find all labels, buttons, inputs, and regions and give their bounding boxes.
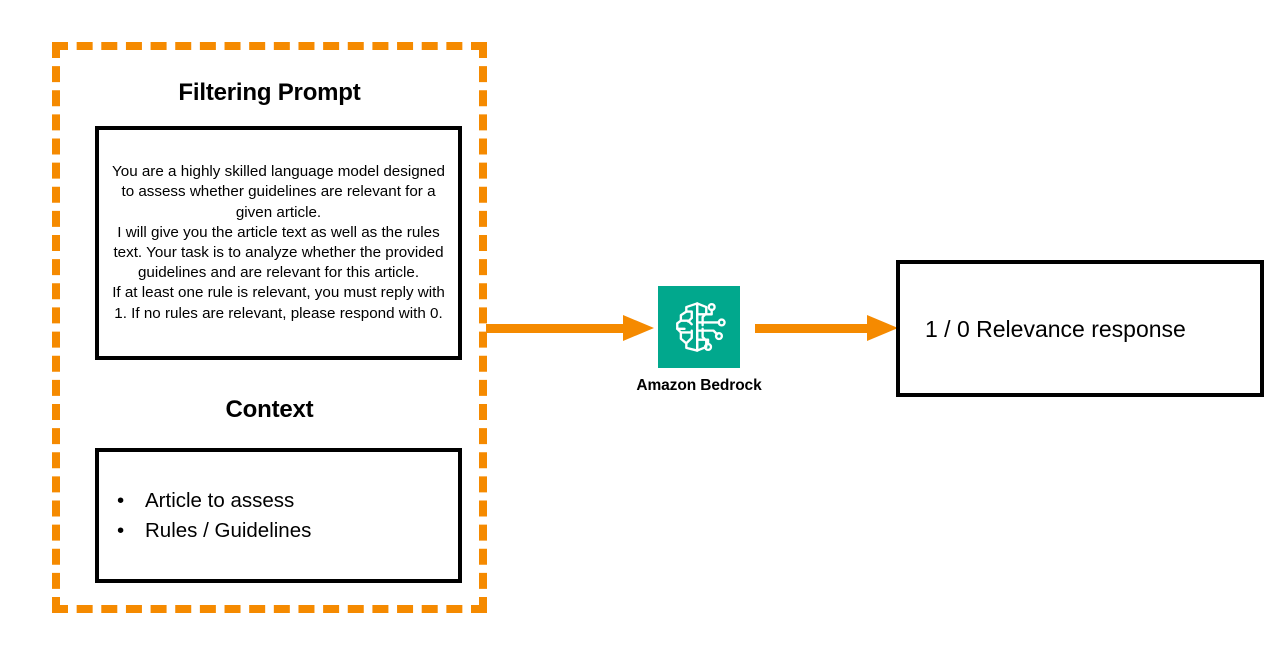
list-item: • Rules / Guidelines: [113, 516, 311, 546]
arrow-bedrock-to-response-icon: [755, 315, 898, 341]
relevance-response-text: 1 / 0 Relevance response: [925, 315, 1186, 342]
filtering-prompt-box: You are a highly skilled language model …: [95, 126, 462, 360]
amazon-bedrock-brain-circuit-icon: [658, 286, 740, 368]
arrow-prompt-to-bedrock-icon: [486, 315, 654, 341]
bullet-icon: •: [117, 488, 125, 512]
filtering-prompt-group: Filtering Prompt You are a highly skille…: [52, 42, 487, 613]
amazon-bedrock-node: Amazon Bedrock: [618, 286, 780, 395]
filtering-prompt-text: You are a highly skilled language model …: [112, 163, 445, 322]
relevance-response-box: 1 / 0 Relevance response: [896, 260, 1264, 397]
context-item-list: • Article to assess • Rules / Guidelines: [99, 486, 311, 546]
context-item-label: Rules / Guidelines: [145, 518, 312, 542]
context-heading: Context: [225, 396, 314, 423]
context-item-label: Article to assess: [145, 488, 295, 512]
filtering-prompt-heading: Filtering Prompt: [178, 79, 361, 106]
amazon-bedrock-label: Amazon Bedrock: [636, 377, 762, 394]
list-item: • Article to assess: [113, 486, 311, 516]
context-box: • Article to assess • Rules / Guidelines: [95, 448, 462, 583]
brain-circuit-glyph: [676, 302, 726, 352]
bullet-icon: •: [117, 518, 125, 542]
